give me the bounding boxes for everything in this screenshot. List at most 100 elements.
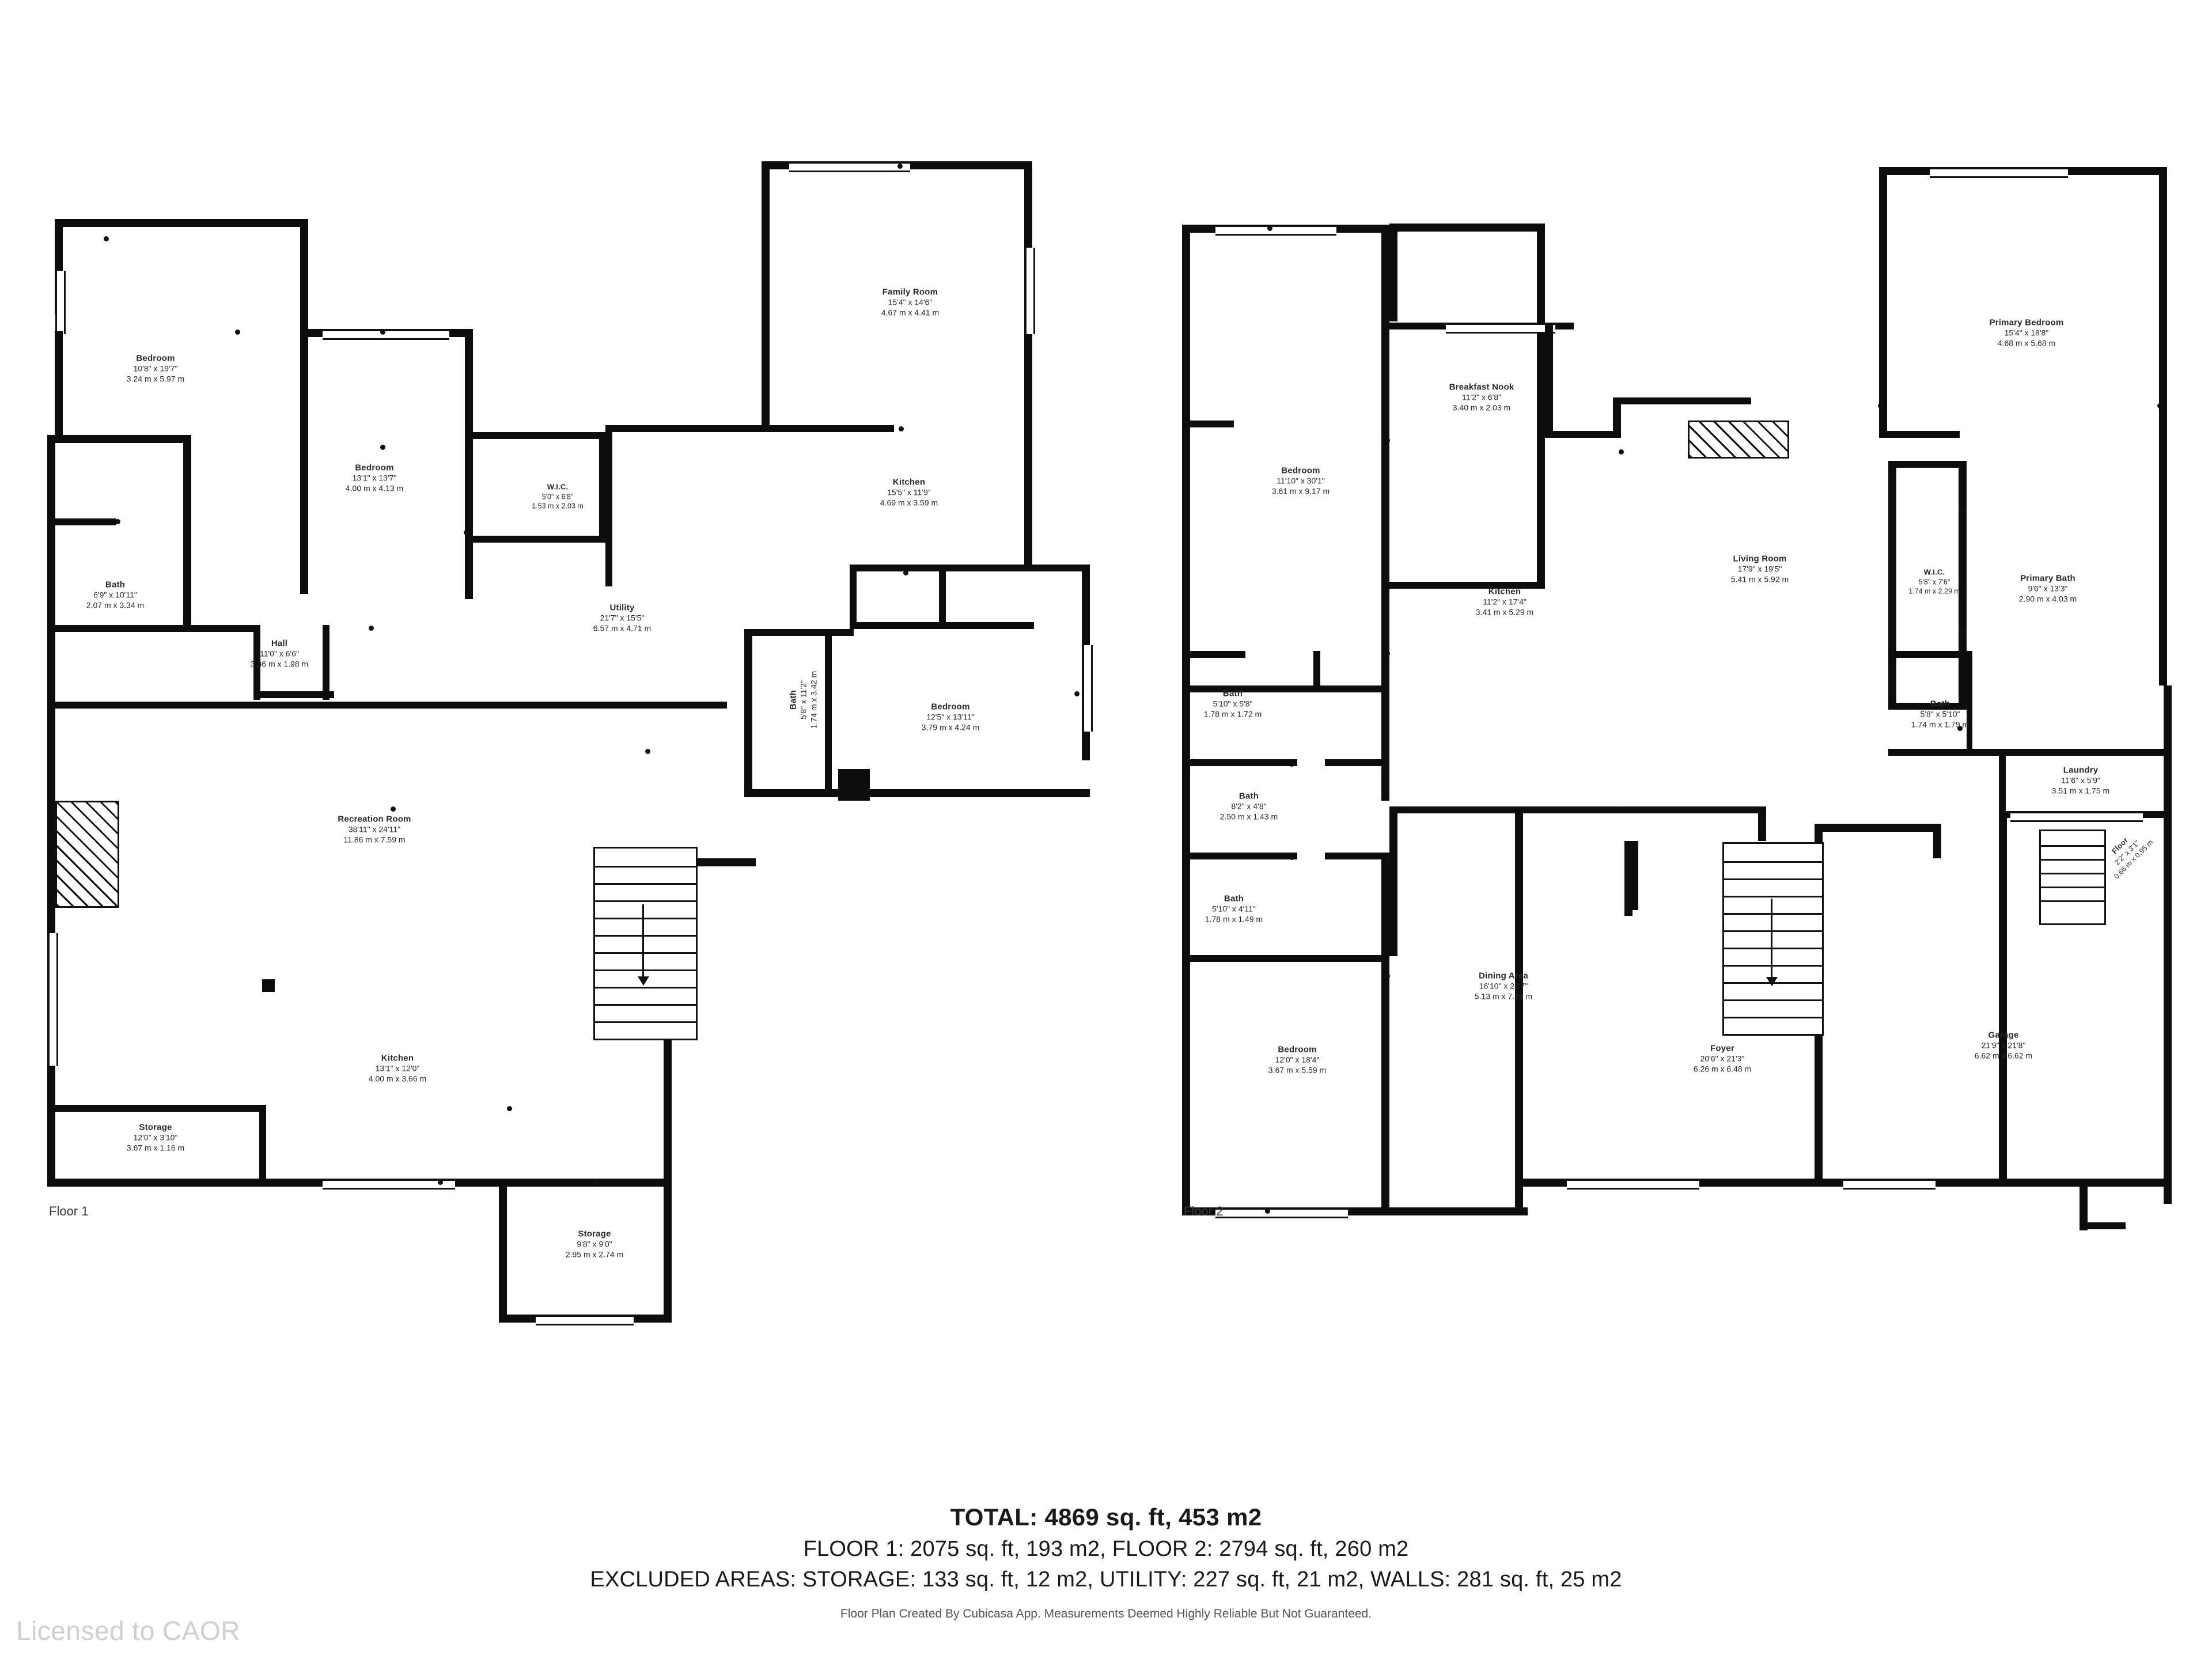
license-watermark: Licensed to CAOR: [16, 1616, 240, 1646]
room-dimensions-metric: 4.00 m x 4.13 m: [345, 483, 404, 493]
room-name: Storage: [578, 1229, 611, 1239]
room-name: Primary Bath: [2020, 573, 2075, 584]
summary-credit: Floor Plan Created By Cubicasa App. Meas…: [840, 1607, 1372, 1620]
room-name: Bath: [105, 579, 126, 590]
room-name: Living Room: [1733, 554, 1787, 564]
room-dimensions-imperial: 12'0" x 18'4": [1275, 1055, 1320, 1065]
room-dimensions-metric: 11.86 m x 7.59 m: [343, 835, 406, 844]
summary-total: TOTAL: 4869 sq. ft, 453 m2: [950, 1503, 1262, 1531]
room-dimensions-metric: 1.74 m x 1.79 m: [1911, 719, 1969, 729]
room-dimensions-metric: 3.67 m x 5.59 m: [1268, 1065, 1327, 1075]
floor1-tag: Floor 1: [49, 1204, 89, 1218]
room-label: W.I.C.5'8" x 7'6"1.74 m x 2.29 m: [1908, 568, 1960, 596]
room-name: Garage: [1988, 1030, 2019, 1040]
room-name: Foyer: [1710, 1043, 1734, 1054]
summary-floors: FLOOR 1: 2075 sq. ft, 193 m2, FLOOR 2: 2…: [803, 1537, 1409, 1561]
floor2-tag: Floor 2: [1184, 1204, 1224, 1218]
room-name: Bedroom: [355, 463, 394, 473]
room-dimensions-metric: 4.68 m x 5.68 m: [1997, 338, 2056, 348]
room-dimensions-metric: 3.51 m x 1.75 m: [2051, 786, 2110, 796]
room-dimensions-imperial: 9'6" x 13'3": [2028, 584, 2068, 593]
room-name: Bath: [1238, 791, 1259, 801]
room-name: W.I.C.: [1923, 567, 1945, 577]
room-name: Recreation Room: [338, 814, 411, 824]
room-name: Bath: [788, 690, 798, 710]
room-name: Family Room: [882, 287, 938, 297]
room-dimensions-metric: 3.41 m x 5.29 m: [1475, 607, 1534, 617]
room-dimensions-metric: 5.41 m x 5.92 m: [1730, 574, 1789, 584]
room-dimensions-metric: 6.57 m x 4.71 m: [593, 623, 652, 633]
room-dimensions-imperial: 13'1" x 13'7": [352, 473, 397, 483]
room-dimensions-imperial: 13'1" x 12'0": [375, 1063, 420, 1073]
room-name: Laundry: [2063, 765, 2099, 775]
room-dimensions-imperial: 15'4" x 18'8": [2004, 328, 2049, 338]
room-name: Bath: [1930, 699, 1950, 709]
room-dimensions-metric: 2.07 m x 3.34 m: [86, 600, 145, 610]
room-name: Dining Area: [1479, 971, 1528, 981]
summary-excluded: EXCLUDED AREAS: STORAGE: 133 sq. ft, 12 …: [590, 1567, 1622, 1592]
room-dimensions-imperial: 5'0" x 6'8": [541, 493, 574, 501]
room-dimensions-imperial: 21'7" x 15'5": [600, 613, 645, 623]
room-dimensions-imperial: 15'5" x 11'9": [887, 487, 931, 497]
room-dimensions-imperial: 20'6" x 21'3": [1700, 1054, 1745, 1063]
room-dimensions-imperial: 6'9" x 10'11": [93, 590, 137, 600]
room-dimensions-imperial: 38'11" x 24'11": [348, 824, 401, 834]
room-dimensions-metric: 3.79 m x 4.24 m: [921, 722, 980, 732]
room-dimensions-metric: 1.74 m x 3.42 m: [809, 671, 819, 729]
room-dimensions-imperial: 5'10" x 4'11": [1212, 904, 1256, 914]
room-name: Bath: [1222, 688, 1243, 699]
room-dimensions-imperial: 11'0" x 6'6": [260, 649, 299, 658]
area-summary: TOTAL: 4869 sq. ft, 453 m2 FLOOR 1: 2075…: [0, 1503, 2212, 1621]
room-name: Hall: [271, 638, 288, 649]
room-dimensions-imperial: 5'8" x 5'10": [1920, 709, 1960, 719]
room-dimensions-metric: 1.78 m x 1.49 m: [1205, 914, 1263, 924]
room-name: Bath: [1224, 893, 1244, 904]
room-dimensions-imperial: 5'8" x 7'6": [1918, 578, 1950, 586]
room-dimensions-metric: 2.50 m x 1.43 m: [1219, 812, 1278, 821]
room-dimensions-imperial: 17'9" x 19'5": [1737, 564, 1782, 574]
room-dimensions-imperial: 11'10" x 30'1": [1277, 476, 1325, 486]
room-name: Bedroom: [1278, 1044, 1317, 1055]
room-name: Breakfast Nook: [1449, 382, 1514, 392]
room-dimensions-metric: 1.53 m x 2.03 m: [532, 502, 584, 510]
room-name: Kitchen: [892, 477, 926, 487]
room-dimensions-imperial: 21'9" x 21'8": [1981, 1040, 2026, 1050]
room-name: Kitchen: [1488, 586, 1521, 597]
room-dimensions-imperial: 12'5" x 13'11": [926, 712, 975, 722]
room-label: W.I.C.5'0" x 6'8"1.53 m x 2.03 m: [532, 483, 584, 511]
room-dimensions-imperial: 5'8" x 11'2": [798, 680, 808, 719]
room-name: Bedroom: [1281, 465, 1320, 476]
room-dimensions-imperial: 8'2" x 4'8": [1231, 801, 1267, 811]
room-dimensions-imperial: 11'2" x 17'4": [1483, 597, 1527, 607]
room-name: Primary Bedroom: [1989, 317, 2064, 328]
room-dimensions-metric: 3.61 m x 9.17 m: [1271, 486, 1330, 496]
room-name: Kitchen: [381, 1053, 414, 1063]
room-dimensions-imperial: 9'8" x 9'0": [577, 1239, 612, 1249]
room-dimensions-metric: 4.00 m x 3.66 m: [368, 1074, 427, 1084]
room-dimensions-metric: 4.69 m x 3.59 m: [880, 498, 938, 507]
